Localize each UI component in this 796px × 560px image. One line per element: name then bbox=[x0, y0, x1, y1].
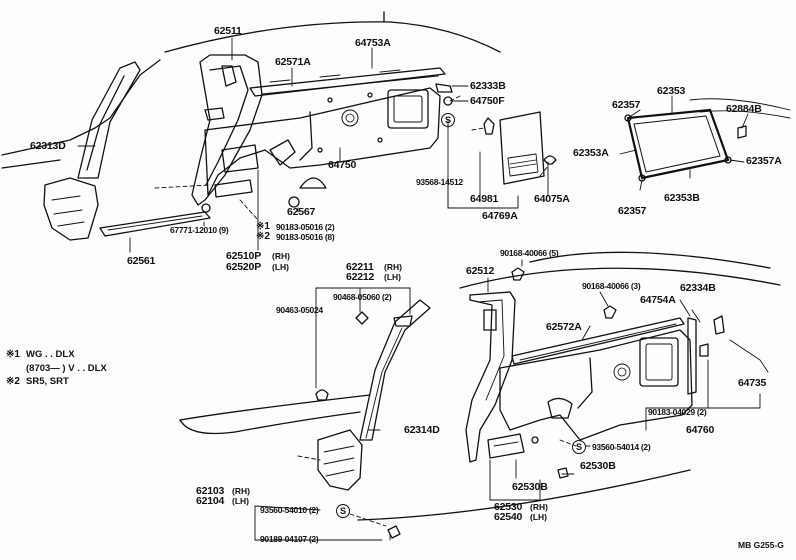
label-lh-3: (LH) bbox=[232, 496, 249, 506]
label-62884B: 62884B bbox=[726, 103, 762, 115]
legend-line-2: (8703— ) V . . DLX bbox=[26, 363, 107, 374]
label-64750F: 64750F bbox=[470, 95, 505, 107]
part-62512-quarter-trim bbox=[465, 291, 516, 463]
part-62561-scuff-plate bbox=[99, 203, 211, 237]
label-62567: 62567 bbox=[287, 206, 316, 218]
legend-mark-1: ※1 bbox=[6, 349, 20, 360]
label-62357-bottom: 62357 bbox=[618, 205, 647, 217]
label-90468-05060: 90468-05060 (2) bbox=[333, 292, 392, 302]
label-64075A: 64075A bbox=[534, 193, 570, 205]
label-62313D: 62313D bbox=[30, 140, 66, 152]
s-symbol-icon: S bbox=[441, 113, 455, 127]
label-62571A: 62571A bbox=[275, 56, 311, 68]
legend-line-3: SR5, SRT bbox=[26, 376, 69, 387]
upper-leader-lines bbox=[77, 37, 549, 253]
label-62211: 62211 bbox=[346, 261, 374, 273]
part-62511-quarter-trim bbox=[191, 54, 263, 206]
label-64760: 64760 bbox=[686, 424, 715, 436]
label-62511: 62511 bbox=[214, 25, 242, 37]
label-62212: 62212 bbox=[346, 271, 375, 283]
label-62512: 62512 bbox=[466, 265, 495, 277]
label-64753A: 64753A bbox=[355, 37, 391, 49]
label-64750: 64750 bbox=[328, 159, 357, 171]
label-90168-40066-a: 90168-40066 (5) bbox=[500, 248, 559, 258]
label-93560-54014: 93560-54014 (2) bbox=[592, 442, 651, 452]
label-62334B: 62334B bbox=[680, 282, 716, 294]
label-93568-14512: 93568-14512 bbox=[416, 177, 463, 187]
legend-line-1: WG . . DLX bbox=[26, 349, 75, 360]
label-lh-4: (LH) bbox=[530, 512, 547, 522]
label-64769A: 64769A bbox=[482, 210, 518, 222]
label-62520P: 62520P bbox=[226, 261, 262, 273]
part-62313D-pillar bbox=[43, 61, 141, 241]
label-62572A: 62572A bbox=[546, 321, 582, 333]
label-62353: 62353 bbox=[657, 85, 686, 97]
part-64769A-cover bbox=[483, 111, 557, 185]
mark-2: ※2 bbox=[256, 231, 270, 242]
label-lh-2: (LH) bbox=[384, 272, 401, 282]
label-rh-3: (RH) bbox=[232, 486, 250, 496]
label-93560-54010: 93560-54010 (2) bbox=[260, 505, 319, 515]
label-90183-05016-a: 90183-05016 (2) bbox=[276, 222, 335, 232]
part-62567-cap bbox=[288, 177, 327, 208]
label-62357A: 62357A bbox=[746, 155, 782, 167]
label-62530B-1: 62530B bbox=[580, 460, 616, 472]
label-62104: 62104 bbox=[196, 495, 225, 507]
label-rh-2: (RH) bbox=[384, 262, 402, 272]
label-62530B-2: 62530B bbox=[512, 481, 548, 493]
mark-1: ※1 bbox=[256, 221, 270, 232]
label-62357-top: 62357 bbox=[612, 99, 641, 111]
label-62314D: 62314D bbox=[404, 424, 440, 436]
dashed-leaders-upper bbox=[447, 95, 549, 177]
label-62353B: 62353B bbox=[664, 192, 700, 204]
part-64750-quarter-panel bbox=[204, 87, 441, 198]
label-rh-1: (RH) bbox=[272, 251, 290, 261]
label-67771-12010: 67771-12010 (9) bbox=[170, 225, 229, 235]
legend-mark-2: ※2 bbox=[6, 376, 20, 387]
part-64753A-rail bbox=[249, 67, 446, 97]
s-symbol-icon-3: S bbox=[336, 504, 350, 518]
label-rh-4: (RH) bbox=[530, 502, 548, 512]
label-62353A: 62353A bbox=[573, 147, 609, 159]
label-90183-04029: 90183-04029 (2) bbox=[648, 407, 707, 417]
part-62353-window-frame bbox=[624, 98, 791, 182]
label-62530: 62530 bbox=[494, 501, 523, 513]
label-90463-05024: 90463-05024 bbox=[276, 305, 323, 315]
window-leader-lines bbox=[619, 95, 749, 191]
label-90189-04107: 90189-04107 (2) bbox=[260, 534, 319, 544]
part-62334B-clip bbox=[687, 315, 725, 395]
lower-fasteners bbox=[315, 267, 617, 539]
lower-body-outline bbox=[179, 251, 781, 521]
label-90183-05016-b: 90183-05016 (8) bbox=[276, 232, 335, 242]
part-62314D-pillar bbox=[317, 299, 431, 491]
label-62561: 62561 bbox=[127, 255, 156, 267]
label-64981: 64981 bbox=[470, 193, 499, 205]
label-62333B: 62333B bbox=[470, 80, 506, 92]
s-symbol-icon-2: S bbox=[572, 440, 586, 454]
label-62510P: 62510P bbox=[226, 250, 262, 262]
label-lh-1: (LH) bbox=[272, 262, 289, 272]
label-64735: 64735 bbox=[738, 377, 767, 389]
part-64754A-rail bbox=[511, 317, 685, 365]
label-62540: 62540 bbox=[494, 511, 523, 523]
label-90168-40066-b: 90168-40066 (3) bbox=[582, 281, 641, 291]
label-62103: 62103 bbox=[196, 485, 225, 497]
part-64760-quarter-panel bbox=[487, 329, 693, 459]
figure-reference: MB G255-G bbox=[738, 540, 784, 550]
lower-leader-lines bbox=[254, 259, 769, 541]
label-64754A: 64754A bbox=[640, 294, 676, 306]
